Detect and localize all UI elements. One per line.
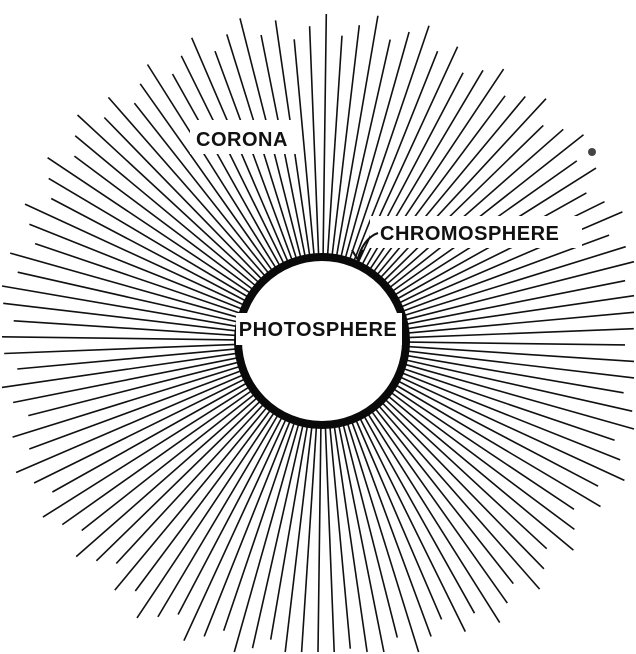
- corona-ray: [96, 401, 260, 561]
- corona-ray: [140, 84, 272, 271]
- corona-ray: [74, 156, 253, 290]
- corona-ray: [25, 204, 244, 305]
- corona-ray: [343, 424, 397, 637]
- corona-ray: [35, 244, 241, 314]
- corona-ray: [2, 286, 237, 326]
- corona-ray: [2, 337, 236, 340]
- corona-ray: [29, 371, 241, 449]
- corona-ray: [2, 353, 237, 387]
- corona-ray: [215, 51, 292, 260]
- corona-ray: [224, 422, 295, 630]
- corona-ray: [380, 99, 546, 278]
- corona-ray: [404, 247, 626, 316]
- corona-ray: [52, 383, 247, 492]
- corona-ray: [34, 379, 245, 483]
- corona-ray: [348, 423, 419, 652]
- corona-ray: [82, 394, 255, 530]
- corona-ray: [375, 409, 513, 584]
- corona-ray: [360, 418, 465, 631]
- corona-ray: [13, 367, 240, 438]
- corona-ray: [407, 296, 634, 329]
- corona-ray: [382, 403, 544, 569]
- corona-ray: [408, 347, 634, 362]
- corona-ray: [318, 427, 321, 652]
- print-speck: [588, 148, 596, 156]
- corona-ray: [400, 377, 624, 480]
- corona-ray: [184, 419, 286, 641]
- corona-label: CORONA: [196, 129, 288, 151]
- corona-ray: [302, 427, 317, 652]
- corona-ray: [135, 410, 270, 591]
- corona-ray: [339, 425, 384, 652]
- corona-ray: [173, 74, 281, 266]
- corona-ray: [352, 422, 431, 637]
- photosphere-label: PHOTOSPHERE: [239, 319, 398, 341]
- corona-ray: [181, 56, 284, 264]
- corona-ray: [403, 369, 614, 441]
- corona-ray: [391, 392, 575, 529]
- corona-ray: [14, 321, 237, 336]
- corona-ray: [384, 125, 544, 281]
- chromosphere-label: CHROMOSPHERE: [380, 223, 559, 245]
- corona-ray: [408, 342, 625, 345]
- corona-ray: [323, 14, 326, 255]
- corona-ray: [328, 36, 342, 256]
- corona-ray: [28, 362, 238, 415]
- corona-ray: [62, 391, 252, 525]
